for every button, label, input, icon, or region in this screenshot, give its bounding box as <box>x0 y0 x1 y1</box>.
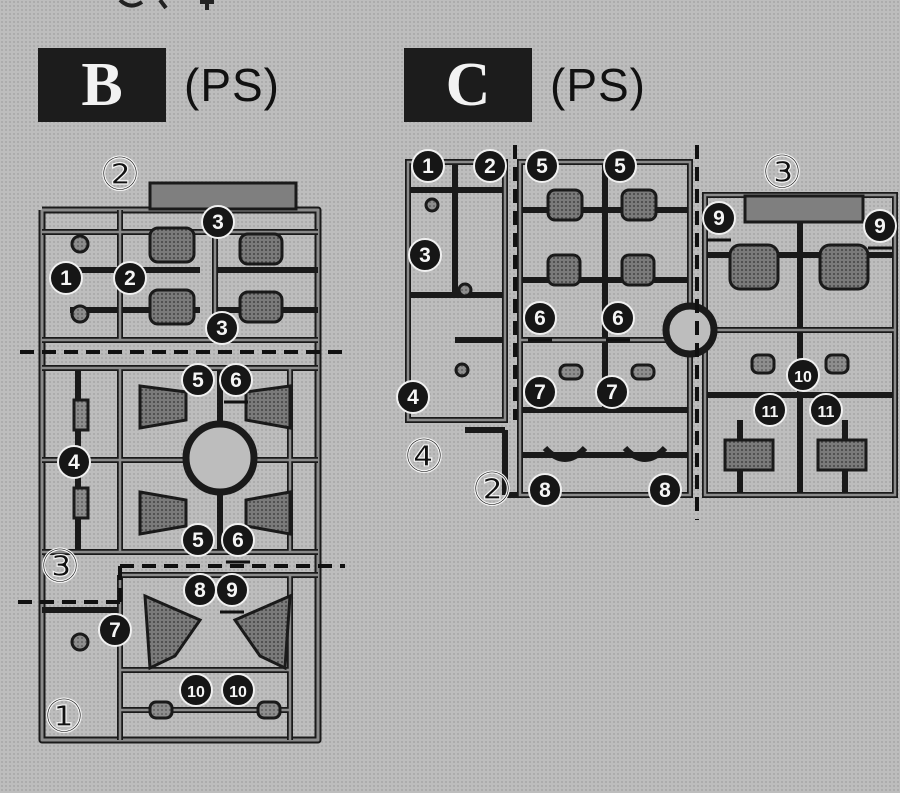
part-label-b-4: 4 <box>57 445 91 479</box>
sheet-b-parts <box>70 226 292 720</box>
svg-text:3: 3 <box>212 211 224 234</box>
part-label-c-14: 10 <box>786 358 820 392</box>
svg-text:9: 9 <box>226 579 238 602</box>
svg-text:8: 8 <box>194 579 206 602</box>
svg-text:7: 7 <box>534 381 546 404</box>
sheet-b-header: B (PS) <box>38 48 280 122</box>
section-label-b-2: ② <box>99 146 141 201</box>
svg-text:10: 10 <box>229 684 247 701</box>
svg-text:8: 8 <box>659 479 671 502</box>
svg-text:7: 7 <box>109 619 121 642</box>
part-label-b-9: 7 <box>98 613 132 647</box>
part-label-b-7: 5 <box>181 523 215 557</box>
part-label-b-13: 10 <box>221 673 255 707</box>
svg-text:6: 6 <box>230 369 242 392</box>
svg-text:4: 4 <box>407 386 419 409</box>
part-label-c-9: 7 <box>595 375 629 409</box>
part-label-c-4: 5 <box>525 149 559 183</box>
svg-text:1: 1 <box>60 267 72 290</box>
section-label-b-3: ③ <box>39 538 81 593</box>
part-label-b-1: 2 <box>113 261 147 295</box>
svg-text:6: 6 <box>612 307 624 330</box>
part-label-c-1: 2 <box>473 149 507 183</box>
svg-text:3: 3 <box>216 317 228 340</box>
part-label-c-8: 7 <box>523 375 557 409</box>
svg-text:5: 5 <box>614 155 626 178</box>
sprue-section-labels: ① ② ③ ② ③ ④ <box>39 144 803 743</box>
part-label-b-3: 3 <box>205 311 239 345</box>
svg-text:4: 4 <box>68 451 80 474</box>
svg-text:②: ② <box>471 462 512 516</box>
part-label-b-5: 5 <box>181 363 215 397</box>
svg-text:1: 1 <box>422 155 434 178</box>
part-label-b-0: 1 <box>49 261 83 295</box>
part-label-c-3: 4 <box>396 380 430 414</box>
section-label-c-2: ② <box>471 461 513 516</box>
svg-text:③: ③ <box>761 145 802 199</box>
part-label-b-6: 6 <box>219 363 253 404</box>
svg-text:9: 9 <box>713 207 725 230</box>
svg-text:3: 3 <box>419 244 431 267</box>
svg-text:10: 10 <box>794 369 812 386</box>
sheet-b-material: (PS) <box>184 59 280 111</box>
svg-text:④: ④ <box>403 429 444 483</box>
part-label-b-2: 3 <box>201 205 235 239</box>
section-label-c-4: ④ <box>403 428 445 483</box>
part-label-c-2: 3 <box>408 238 442 272</box>
svg-text:11: 11 <box>818 404 835 421</box>
part-label-c-0: 1 <box>411 149 445 183</box>
svg-text:③: ③ <box>39 539 80 593</box>
section-label-b-1: ① <box>43 688 85 743</box>
svg-text:5: 5 <box>536 155 548 178</box>
sheet-b-letter: B <box>38 48 166 122</box>
sheet-c-name-tab <box>743 194 865 224</box>
svg-text:9: 9 <box>874 215 886 238</box>
sheet-c-letter: C <box>404 48 532 122</box>
part-label-c-16: 11 <box>809 393 843 427</box>
part-label-b-12: 10 <box>179 673 213 707</box>
svg-text:2: 2 <box>124 267 136 290</box>
svg-text:5: 5 <box>192 369 204 392</box>
part-label-c-6: 6 <box>523 301 557 342</box>
svg-text:10: 10 <box>187 684 205 701</box>
section-label-c-3: ③ <box>761 144 803 199</box>
svg-text:11: 11 <box>762 404 779 421</box>
svg-text:①: ① <box>43 689 84 743</box>
part-label-c-7: 6 <box>601 301 635 342</box>
sheet-b-name-tab <box>148 181 298 211</box>
part-label-c-5: 5 <box>603 149 637 183</box>
part-label-c-10: 8 <box>528 473 562 507</box>
sheet-c-header: C (PS) <box>404 48 646 122</box>
part-label-c-13: 9 <box>863 209 897 250</box>
part-label-c-15: 11 <box>753 393 787 427</box>
svg-text:5: 5 <box>192 529 204 552</box>
part-label-b-8: 6 <box>221 523 255 564</box>
svg-text:2: 2 <box>484 155 496 178</box>
svg-text:6: 6 <box>534 307 546 330</box>
svg-text:8: 8 <box>539 479 551 502</box>
sheet-c-cut-lines <box>513 145 699 520</box>
part-label-b-10: 8 <box>183 573 217 607</box>
sheet-c-material: (PS) <box>550 59 646 111</box>
sheet-c-parts <box>424 188 870 472</box>
svg-text:7: 7 <box>606 381 618 404</box>
svg-text:6: 6 <box>232 529 244 552</box>
svg-text:②: ② <box>99 147 140 201</box>
cropped-heading-fragment <box>118 0 214 10</box>
part-label-c-11: 8 <box>648 473 682 507</box>
part-label-c-12: 9 <box>702 201 736 242</box>
sheet-b-cut-lines <box>18 350 345 604</box>
part-label-b-11: 9 <box>215 573 249 614</box>
